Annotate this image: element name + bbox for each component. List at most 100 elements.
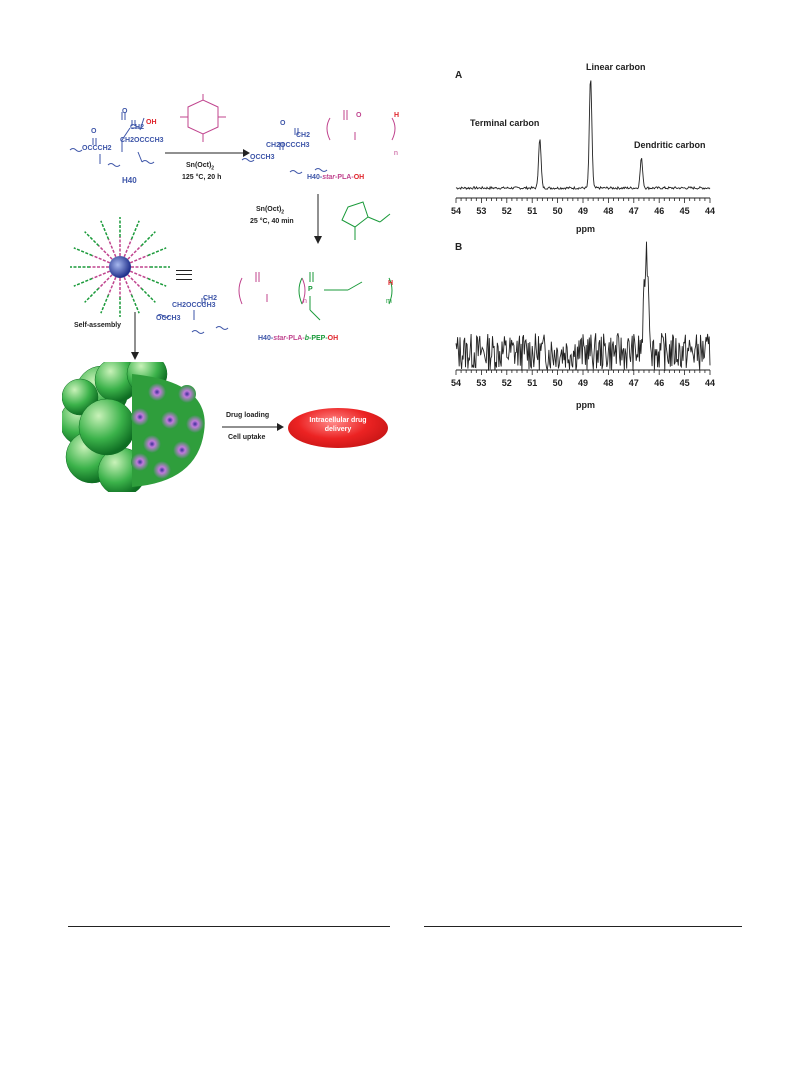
star-arm-inner [127,274,142,289]
x-tick-label: 46 [654,378,664,388]
micelle-core [186,415,204,433]
star-arm-inner [129,270,149,280]
x-tick-label: 45 [680,378,690,388]
label-h-red: H [394,112,400,119]
micelle-core [161,411,179,429]
panel-b-label: B [455,242,463,253]
reaction-arrow-2 [314,194,322,244]
label-ch2-3: CH2 [203,295,218,302]
star-arm-outer [147,247,167,257]
x-tick-label: 53 [476,378,486,388]
label-ch2occch3-3: CH2OCCCH3 [172,302,216,309]
star-arm-inner [98,245,113,260]
panel-a-label: A [455,70,463,81]
star-arm-inner [123,238,133,258]
star-arm-inner [91,254,111,264]
label-occh3: OCCH3 [250,154,275,161]
star-arm-outer [140,287,156,303]
star-arm-outer [100,220,110,240]
footer-rule-right [424,926,742,927]
h40-pla-pep-structure [156,272,393,334]
label-occh3-2: OCCH3 [156,315,181,322]
product-1-label: H40-star-PLA-OH [307,174,365,181]
product-2-label: H40-star-PLA-b-PEP-OH [258,335,339,342]
equivalent-sign [176,270,192,280]
x-tick-label: 50 [553,378,563,388]
label-ch2: CH2 [130,124,145,131]
star-arm-outer [84,287,100,303]
star-arm-inner [123,276,133,296]
label-oh-red: OH [146,119,157,126]
x-tick-label: 48 [603,378,613,388]
star-arm-inner [107,276,117,296]
drug-loading-arrow [222,423,284,431]
label-h-red-2: H [388,280,394,287]
catalyst-1: Sn(Oct)2 [186,162,215,172]
x-tick-label: 47 [629,378,639,388]
micelle-sphere [78,398,136,456]
star-arm-inner [91,270,111,280]
micelle-core [131,408,149,426]
star-arm-outer [73,247,93,257]
star-arm-outer [84,231,100,247]
linear-carbon-label: Linear carbon [586,62,646,72]
micelle-core [178,385,196,403]
cyclic-phosphate [341,201,391,240]
star-arm-outer [130,294,140,314]
x-tick-label: 52 [502,378,512,388]
micelle-core [153,461,171,479]
micelle-illustration [62,362,205,492]
spectrum-a-panel: A Linear carbon Terminal carbon Dendriti… [448,60,718,240]
x-tick-label: 44 [705,206,715,216]
star-arm-outer [147,277,167,287]
label-n: n [394,150,398,157]
label-p: P [308,286,313,293]
micelle-core [131,453,149,471]
intracellular-delivery-label: Intracellular drug delivery [309,417,367,433]
spectrum-b-xlabel: ppm [576,400,595,410]
h40-structure [69,112,155,167]
synthesis-scheme: O CH2 OH O OCCCH2 CH2OCCCH3 H40 Sn(Oct)2… [60,90,399,492]
spectrum-a-xlabel: ppm [576,224,595,234]
star-arm-outer [73,277,93,287]
micelle-core [143,435,161,453]
x-tick-label: 50 [553,206,563,216]
label-m: m [386,298,392,305]
x-tick-label: 45 [680,206,690,216]
self-assembly-label: Self-assembly [74,322,122,329]
lactide-ring [180,94,226,142]
micelle-core [173,441,191,459]
star-arm-inner [127,245,142,260]
label-o-pla: O [356,112,362,119]
terminal-carbon-label: Terminal carbon [470,118,540,128]
x-tick-label: 54 [451,206,461,216]
condition-2: 25 °C, 40 min [250,218,294,225]
x-tick-label: 52 [502,206,512,216]
x-tick-label: 51 [527,206,537,216]
label-ch2-2: CH2 [296,132,311,139]
spectrum-trace [455,241,711,371]
star-arm-inner [107,238,117,258]
star-arm-outer [140,231,156,247]
label-o-1: O [122,108,128,115]
dendritic-carbon-label: Dendritic carbon [634,140,706,150]
cell-uptake-label: Cell uptake [228,434,266,441]
drug-loading-label: Drug loading [226,412,270,419]
h40-pla-structure [241,110,396,174]
star-polymer-icon [70,217,170,317]
x-tick-label: 44 [705,378,715,388]
x-tick-label: 49 [578,206,588,216]
label-ch2occch3-2: CH2OCCCH3 [266,142,310,149]
star-arm-inner [98,274,113,289]
condition-1: 125 °C, 20 h [182,174,222,181]
x-tick-label: 53 [476,206,486,216]
h40-label: H40 [122,176,137,185]
spectrum-trace [455,80,711,191]
micelle-core [148,383,166,401]
x-tick-label: 51 [527,378,537,388]
label-n-2: n [303,298,307,305]
self-assembly-arrow [131,312,139,360]
label-ch2occch3: CH2OCCCH3 [120,137,164,144]
star-arm-inner [129,254,149,264]
